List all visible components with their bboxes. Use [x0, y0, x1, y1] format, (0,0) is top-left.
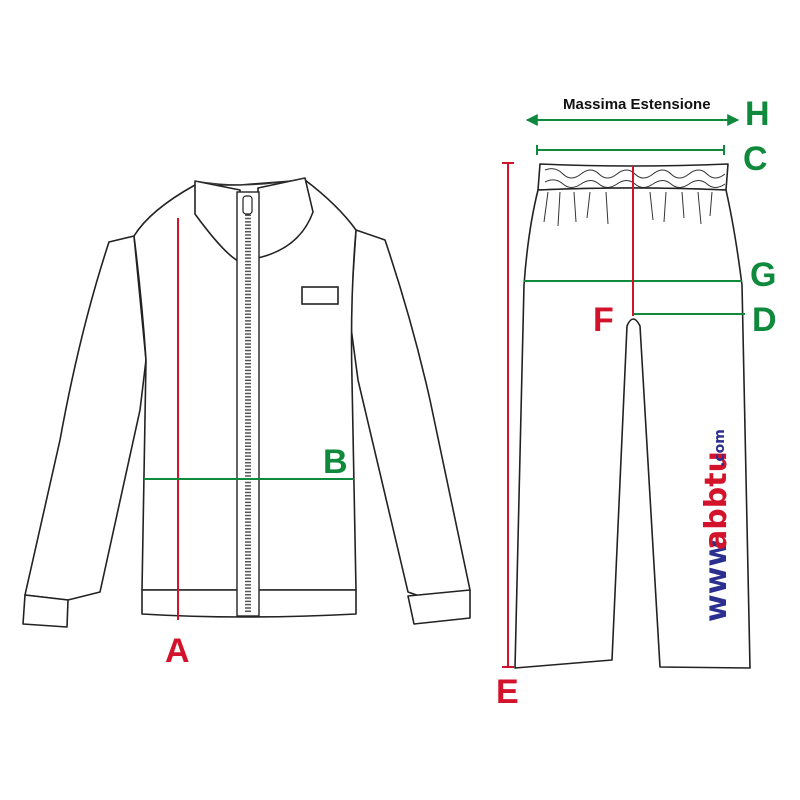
chest-badge-icon: [301, 286, 339, 305]
label-a: A: [165, 632, 190, 670]
jacket-left-cuff: [22, 594, 69, 628]
label-g: G: [750, 256, 776, 294]
brand-watermark: www. abbtu .com: [699, 429, 734, 622]
max-extension-caption: Massima Estensione: [563, 96, 711, 113]
label-c: C: [743, 140, 768, 178]
label-b: B: [323, 443, 348, 481]
brand-suffix: .com: [712, 429, 728, 467]
jacket-right-cuff: [407, 589, 471, 625]
label-e: E: [496, 673, 519, 711]
label-d: D: [752, 301, 777, 339]
trousers-drawing: [514, 163, 751, 669]
brand-name: abbtu: [699, 451, 734, 550]
jacket-drawing: [22, 177, 471, 628]
zipper-pull-icon: [242, 195, 253, 215]
jacket-right-sleeve: [349, 229, 471, 599]
trousers-body: [514, 187, 751, 669]
label-f: F: [593, 301, 614, 339]
brand-prefix: www.: [699, 529, 734, 622]
jacket-left-sleeve: [24, 235, 147, 601]
label-h: H: [745, 95, 770, 133]
